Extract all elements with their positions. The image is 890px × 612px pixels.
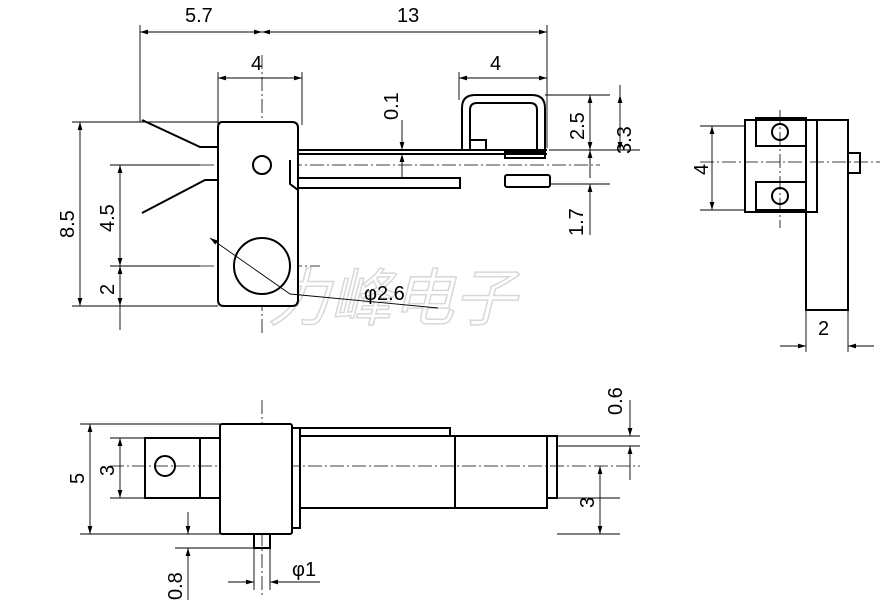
dim-1-7: 1.7 bbox=[566, 208, 588, 236]
dim-5-7: 5.7 bbox=[185, 5, 213, 27]
dim-2-5: 2.5 bbox=[567, 112, 589, 140]
side-dim-2: 2 bbox=[818, 318, 829, 340]
dim-0-1: 0.1 bbox=[381, 92, 403, 120]
side-dim-4: 4 bbox=[691, 164, 713, 175]
dim-body-4: 4 bbox=[251, 53, 262, 75]
top-dim-phi-1: φ1 bbox=[292, 559, 316, 581]
top-dim-3-right: 3 bbox=[577, 497, 599, 508]
top-view: 0.6 3 5 3 0.8 φ1 bbox=[67, 387, 640, 600]
top-dim-3-left: 3 bbox=[97, 465, 119, 476]
top-dim-5: 5 bbox=[67, 473, 89, 484]
dim-3-3: 3.3 bbox=[614, 126, 636, 154]
watermark-text: 力峰电子 bbox=[268, 262, 520, 335]
side-view: 4 2 bbox=[691, 110, 880, 352]
top-dim-0-8: 0.8 bbox=[165, 572, 187, 600]
dim-4-5: 4.5 bbox=[97, 204, 119, 232]
front-view: 5.7 13 4 4 0.1 bbox=[57, 5, 640, 335]
top-dim-0-6: 0.6 bbox=[605, 387, 627, 415]
dim-8-5: 8.5 bbox=[57, 210, 79, 238]
dim-2: 2 bbox=[97, 284, 119, 295]
dim-hook-4: 4 bbox=[490, 53, 501, 75]
dim-phi-2-6: φ2.6 bbox=[364, 283, 405, 305]
dim-13: 13 bbox=[397, 5, 419, 27]
